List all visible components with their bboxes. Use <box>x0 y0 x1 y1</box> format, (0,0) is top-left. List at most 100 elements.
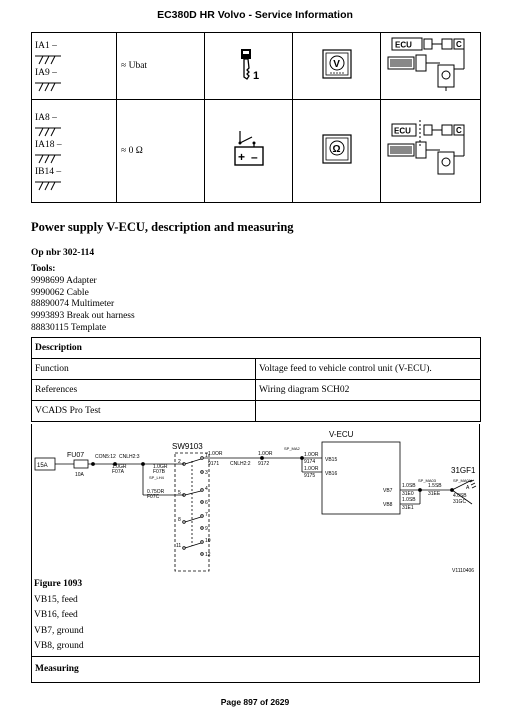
value-cell: ≈ Ubat <box>116 32 205 100</box>
wire-color-label: 1.0OR <box>258 451 273 457</box>
ground-symbol-icon <box>35 127 61 136</box>
wire-id-label: 9172 <box>258 461 269 467</box>
svg-text:C: C <box>456 126 462 135</box>
ohmmeter-icon: Ω <box>321 133 352 164</box>
fuse-label: FU07 <box>67 452 84 459</box>
switch-terminal-label: 5 <box>178 490 181 496</box>
wire-color-label: 1.0OR <box>208 451 223 457</box>
wire-id-label: F07B <box>153 469 166 475</box>
tool-item: 9993893 Break out harness <box>31 311 135 322</box>
switch-label: SW9103 <box>172 442 203 451</box>
figure-title: Figure 1093 <box>34 579 83 589</box>
description-label: References <box>31 379 256 401</box>
description-table: Description Function Voltage feed to veh… <box>31 337 481 422</box>
wire-id-label: 9171 <box>208 461 219 467</box>
measuring-header: Measuring <box>32 656 479 681</box>
svg-text:Ω: Ω <box>332 144 340 155</box>
wire-color-label: 1.0SB <box>402 497 416 503</box>
ecu-pin-label: VB7 <box>383 488 393 494</box>
tool-item: 88890074 Multimeter <box>31 299 115 310</box>
description-value <box>255 400 481 422</box>
switch-terminal-label: 4 <box>205 486 208 492</box>
tool-item: 9998699 Adapter <box>31 275 97 286</box>
wire-color-label: 1.0OR <box>304 466 319 472</box>
page-header: EC380D HR Volvo - Service Information <box>157 9 353 21</box>
svg-text:1: 1 <box>253 70 259 81</box>
measurement-row: IA8 – IA18 – IB14 – ≈ 0 Ω + – <box>31 99 481 203</box>
svg-text:–: – <box>251 150 258 164</box>
svg-text:ECU: ECU <box>394 126 411 135</box>
description-row: Function Voltage feed to vehicle control… <box>31 358 481 380</box>
ecu-pin-label: VB16 <box>325 471 337 477</box>
wire-color-label: 1.0GR <box>112 464 127 470</box>
wire-id-label: 31EE <box>428 491 441 497</box>
battery-disconnect-icon: + – <box>233 130 264 166</box>
ground-pin-label: A <box>466 485 470 491</box>
switch-terminal-label: 10 <box>205 538 211 544</box>
wire-color-label: 1.5SB <box>428 483 442 489</box>
figure-caption: Figure 1093 VB15, feed VB16, feed VB7, g… <box>34 577 84 655</box>
fuse-rating-label: 15A <box>37 463 48 469</box>
figure-ref-label: V1110406 <box>452 568 474 574</box>
wire-id-label: F07C <box>147 494 160 500</box>
wire-color-label: 1.0SB <box>402 483 416 489</box>
description-row: VCADS Pro Test <box>31 400 481 422</box>
wiring-diagram: 15A FU07 10A CON5:12 CNLH2:3 1.0GR F07A … <box>34 430 477 574</box>
instrument-cell: V <box>292 32 381 100</box>
switch-terminal-label: 8 <box>178 517 181 523</box>
switch-terminal-label: 9 <box>205 526 208 532</box>
condition-cell: 1 <box>204 32 293 100</box>
description-label: Function <box>31 358 256 380</box>
pin-label: IA1 – <box>35 41 57 51</box>
voltmeter-icon: V <box>321 48 352 79</box>
page-footer: Page 897 of 2629 <box>220 697 290 707</box>
wire-color-label: 4.0SB <box>453 493 467 499</box>
v-ecu-box <box>321 441 401 515</box>
pin-label: IB14 – <box>35 166 62 177</box>
wire-id-label: F07A <box>112 469 125 475</box>
wiring-figure-box: 15A FU07 10A CON5:12 CNLH2:3 1.0GR F07A … <box>31 424 480 683</box>
description-header: Description <box>31 337 481 359</box>
description-label: VCADS Pro Test <box>31 400 256 422</box>
fuse-amp-label: 10A <box>75 472 85 478</box>
wire-color-label: 1.0GR <box>153 464 168 470</box>
figure-item: VB16, feed <box>34 610 78 620</box>
connector-label: CNLH2:3 <box>119 454 140 460</box>
figure-item: VB8, ground <box>34 641 84 651</box>
svg-text:+: + <box>238 150 245 164</box>
measurement-table: IA1 – IA9 – ≈ Ubat 1 V E <box>31 32 481 203</box>
description-value: Voltage feed to vehicle control unit (V-… <box>255 358 481 380</box>
op-number: Op nbr 302-114 <box>31 248 95 258</box>
splice-label: SP_LH4 <box>149 475 165 480</box>
svg-text:C: C <box>456 40 462 49</box>
pin-label: IA18 – <box>35 139 62 150</box>
ecu-pin-label: VB15 <box>325 457 337 463</box>
switch-terminal-label: 2 <box>178 459 181 465</box>
tool-item: 88830115 Template <box>31 322 107 333</box>
ground-symbol-icon <box>35 55 61 65</box>
tool-item: 9990062 Cable <box>31 287 89 298</box>
pins-cell: IA8 – IA18 – IB14 – <box>31 99 117 203</box>
tools-title: Tools: <box>31 264 56 274</box>
connector-label: CON5:12 <box>95 454 116 460</box>
switch-terminal-label: 3 <box>205 470 208 476</box>
ground-symbol-icon <box>35 181 61 190</box>
description-header-row: Description <box>31 337 481 359</box>
ecu-pin-label: VB8 <box>383 502 393 508</box>
ground-label: 31GF1 <box>451 466 476 475</box>
ground-symbol-icon <box>35 82 61 92</box>
wire-id-label: 31GC <box>453 499 466 505</box>
switch-terminal-label: 12 <box>205 552 211 558</box>
svg-text:ECU: ECU <box>395 40 412 49</box>
instrument-cell: Ω <box>292 99 381 203</box>
figure-item: VB15, feed <box>34 594 78 605</box>
pins-cell: IA1 – IA9 – <box>31 32 117 100</box>
ecu-label: V-ECU <box>329 430 354 439</box>
splice-label: SP_MA03 <box>418 478 437 483</box>
ground-symbol-icon <box>35 154 61 163</box>
wire-id-label: 31E0 <box>402 491 414 497</box>
switch-terminal-label: 7 <box>205 512 208 518</box>
switch-terminal-label: 11 <box>176 543 181 549</box>
figure-item: VB7, ground <box>34 625 84 636</box>
connection-cell: ECU C <box>380 32 481 100</box>
